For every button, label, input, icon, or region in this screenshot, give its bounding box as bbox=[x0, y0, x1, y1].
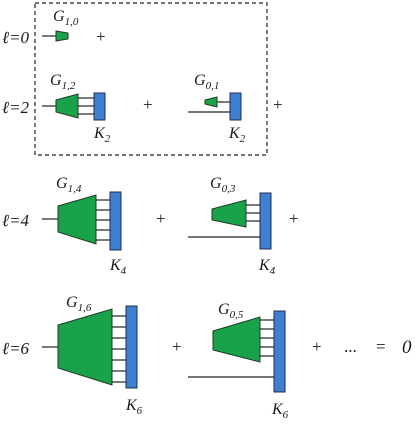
k-4-label-a: K bbox=[109, 257, 122, 274]
g-1-2-sub: 1,2 bbox=[62, 80, 76, 92]
g-1-0-tensor bbox=[55, 30, 69, 42]
g-1-6-sub: 1,6 bbox=[78, 302, 92, 314]
plus-row6-trail: + bbox=[312, 337, 322, 356]
ell-0-label: ℓ=0 bbox=[2, 28, 30, 47]
svg-text:G0,1: G0,1 bbox=[194, 72, 219, 92]
g-1-0-sub: 1,0 bbox=[65, 16, 79, 28]
svg-text:K2: K2 bbox=[93, 125, 111, 145]
k-6-label-b: K bbox=[271, 401, 284, 418]
k-6-sub-a: 6 bbox=[137, 405, 143, 417]
g-0-1-label: G bbox=[194, 72, 206, 89]
g-0-5-tensor bbox=[212, 316, 261, 363]
svg-text:G0,3: G0,3 bbox=[210, 175, 236, 195]
g-0-3-label: G bbox=[210, 175, 222, 192]
k-2-label-b: K bbox=[228, 125, 241, 142]
dashed-box bbox=[34, 2, 268, 156]
ellipsis: ... bbox=[344, 337, 357, 356]
svg-text:K4: K4 bbox=[258, 257, 276, 277]
k-6-sub-b: 6 bbox=[283, 409, 289, 421]
g-1-0-label: G bbox=[53, 8, 65, 25]
plus-row4-mid: + bbox=[156, 209, 166, 228]
k-2-tensor-b bbox=[229, 92, 242, 121]
ell-4-label: ℓ=4 bbox=[2, 211, 30, 230]
k-6-label-a: K bbox=[125, 397, 138, 414]
g-1-4-sub: 1,4 bbox=[68, 183, 82, 195]
k-4-tensor-b bbox=[259, 192, 272, 250]
g-0-1-sub: 0,1 bbox=[206, 80, 220, 92]
k-6-tensor-a bbox=[125, 305, 138, 389]
k-2-tensor-a bbox=[93, 92, 106, 121]
zero: 0 bbox=[402, 337, 412, 358]
svg-text:G1,0: G1,0 bbox=[53, 8, 79, 28]
k-2-sub-a: 2 bbox=[105, 133, 111, 145]
equals-sign: = bbox=[376, 337, 386, 356]
k-2-label-a: K bbox=[93, 125, 106, 142]
svg-text:K4: K4 bbox=[109, 257, 127, 277]
g-0-5-label: G bbox=[218, 301, 230, 318]
g-0-3-sub: 0,3 bbox=[222, 183, 236, 195]
plus-row2-trail: + bbox=[273, 95, 283, 114]
k-4-sub-a: 4 bbox=[121, 265, 127, 277]
g-0-3-tensor bbox=[211, 199, 247, 228]
g-1-2-tensor bbox=[55, 93, 79, 119]
g-1-2-label: G bbox=[50, 72, 62, 89]
svg-text:K6: K6 bbox=[125, 397, 143, 417]
g-1-6-label: G bbox=[66, 294, 78, 311]
svg-text:G1,4: G1,4 bbox=[56, 175, 82, 195]
plus-row2-mid: + bbox=[143, 95, 153, 114]
k-4-label-b: K bbox=[258, 257, 271, 274]
svg-text:K2: K2 bbox=[228, 125, 246, 145]
g-1-4-label: G bbox=[56, 175, 68, 192]
ell-6-label: ℓ=6 bbox=[2, 339, 30, 358]
svg-text:G0,5: G0,5 bbox=[218, 301, 244, 321]
svg-text:K6: K6 bbox=[271, 401, 289, 421]
k-6-tensor-b bbox=[273, 310, 286, 393]
plus-row4-trail: + bbox=[289, 209, 299, 228]
plus-row0: + bbox=[96, 27, 106, 46]
k-4-tensor-a bbox=[109, 191, 122, 251]
plus-row6-mid: + bbox=[172, 337, 182, 356]
k-2-sub-b: 2 bbox=[240, 133, 246, 145]
svg-text:G1,6: G1,6 bbox=[66, 294, 92, 314]
g-1-4-tensor bbox=[57, 194, 97, 245]
ell-2-label: ℓ=2 bbox=[2, 98, 30, 117]
g-1-6-tensor bbox=[57, 308, 113, 386]
g-0-1-tensor bbox=[204, 96, 218, 108]
g-0-5-sub: 0,5 bbox=[230, 309, 244, 321]
svg-text:G1,2: G1,2 bbox=[50, 72, 76, 92]
k-4-sub-b: 4 bbox=[270, 265, 276, 277]
